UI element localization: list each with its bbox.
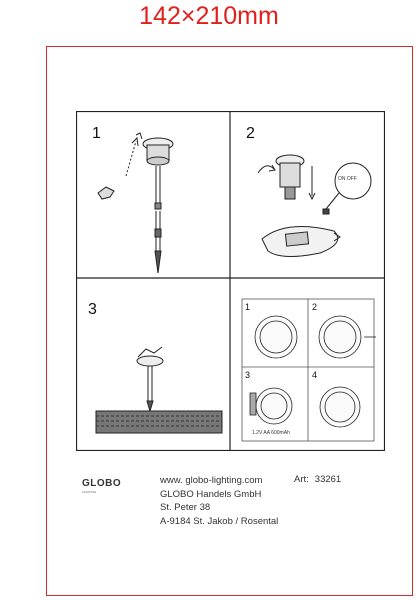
article-label: Art: bbox=[294, 474, 309, 485]
city: A-9184 St. Jakob / Rosental bbox=[160, 515, 279, 527]
instruction-grid: 1 2 3 1 2 3 4 ON OFF 1.2V AA 600mAh bbox=[76, 111, 385, 451]
brand-logo-sub: LIGHTING bbox=[82, 490, 97, 494]
step-number-1: 1 bbox=[92, 125, 101, 142]
step-number-3: 3 bbox=[88, 301, 97, 318]
article-value: 33261 bbox=[314, 474, 342, 485]
sub-step-3: 3 bbox=[245, 370, 251, 380]
panel3-illustration bbox=[95, 346, 223, 434]
company-name: GLOBO Handels GmbH bbox=[160, 488, 262, 500]
battery-label: 1.2V AA 600mAh bbox=[252, 430, 290, 436]
street: St. Peter 38 bbox=[160, 502, 211, 513]
page-frame bbox=[46, 46, 413, 596]
article-number: Art: 33261 bbox=[294, 474, 341, 485]
step-number-2: 2 bbox=[246, 125, 255, 142]
sub-step-2: 2 bbox=[312, 302, 318, 312]
dimensions-title: 142×210mm bbox=[139, 2, 279, 30]
panel4-illustration bbox=[241, 298, 376, 442]
website-text: www. globo-lighting.com bbox=[160, 475, 263, 486]
panel2-illustration bbox=[257, 154, 372, 257]
switch-label: ON OFF bbox=[338, 176, 357, 182]
sub-step-1: 1 bbox=[245, 302, 251, 312]
instruction-illustrations bbox=[76, 111, 385, 451]
company-address: www. globo-lighting.com GLOBO Handels Gm… bbox=[160, 474, 278, 528]
brand-logo: GLOBO bbox=[82, 478, 122, 489]
panel1-illustration bbox=[97, 132, 174, 274]
sub-step-4: 4 bbox=[312, 370, 318, 380]
